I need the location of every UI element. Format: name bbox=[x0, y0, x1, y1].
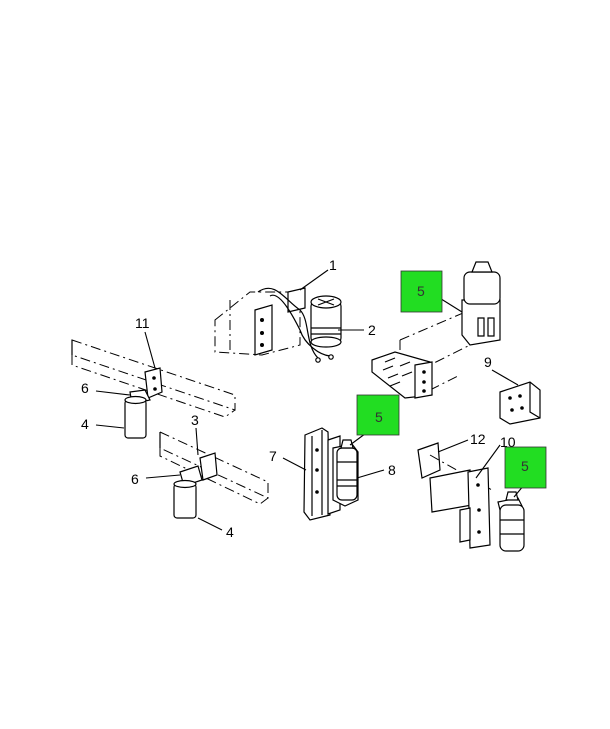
callout-10: 10 bbox=[500, 434, 516, 450]
top-right-assembly bbox=[371, 261, 541, 425]
callout-3: 3 bbox=[191, 412, 199, 428]
hotspot-5-top-right[interactable]: 5 bbox=[400, 270, 443, 313]
callout-2: 2 bbox=[368, 322, 376, 338]
callout-9: 9 bbox=[484, 354, 492, 370]
hotspot-5-middle-label: 5 bbox=[375, 409, 383, 425]
callout-7: 7 bbox=[269, 448, 277, 464]
lower-right-bracket-assembly bbox=[417, 439, 525, 552]
hotspot-5-lower-right[interactable]: 5 bbox=[504, 446, 547, 489]
hotspot-5-lower-right-label: 5 bbox=[521, 458, 529, 474]
callout-11: 11 bbox=[135, 315, 150, 331]
left-frame-assembly bbox=[71, 331, 236, 439]
callout-6-upper: 6 bbox=[81, 380, 89, 396]
callout-8: 8 bbox=[388, 462, 396, 478]
top-center-assembly bbox=[214, 269, 364, 363]
lower-left-frame-assembly bbox=[145, 427, 269, 531]
callout-1: 1 bbox=[329, 257, 337, 273]
callout-4-lower: 4 bbox=[226, 524, 234, 540]
callout-12: 12 bbox=[470, 431, 486, 447]
callout-4-upper: 4 bbox=[81, 416, 89, 432]
callout-6-lower: 6 bbox=[131, 471, 139, 487]
hotspot-5-top-right-label: 5 bbox=[417, 283, 425, 299]
center-bracket-assembly bbox=[282, 424, 385, 521]
hotspot-5-middle[interactable]: 5 bbox=[356, 394, 400, 436]
